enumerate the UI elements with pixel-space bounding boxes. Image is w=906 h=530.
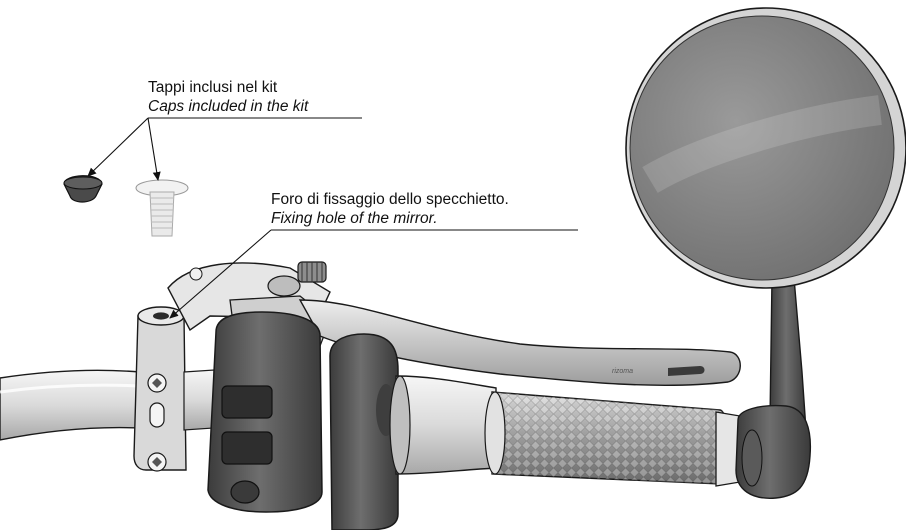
mirror-clamp — [133, 306, 187, 472]
throttle-sleeve-end — [389, 375, 411, 475]
callout-hole-label: Foro di fissaggio dello specchietto. Fix… — [271, 190, 509, 228]
callout-hole-text-english: Fixing hole of the mirror. — [271, 210, 438, 227]
callout-hole-leader — [169, 229, 578, 319]
cap-light-screw — [135, 179, 189, 237]
switch-housing — [207, 311, 323, 513]
callout-caps-text-italian: Tappi inclusi nel kit — [148, 79, 278, 96]
handlebar-tube — [0, 369, 141, 441]
clutch-lever: rizoma — [298, 299, 741, 387]
handlebar-tube-segment — [183, 369, 215, 431]
mirror-arm — [735, 277, 812, 499]
lever-brand-mark: rizoma — [612, 368, 633, 375]
callout-caps-label: Tappi inclusi nel kit Caps included in t… — [148, 78, 308, 116]
mirror-head — [625, 7, 906, 289]
switch-button-upper — [221, 385, 273, 419]
cap-dark — [63, 175, 103, 203]
switch-knob — [230, 480, 260, 504]
handlebar-grip — [484, 391, 741, 487]
throttle-sleeve — [395, 375, 497, 475]
lever-adjuster-screw — [267, 261, 327, 297]
callout-hole-text-italian: Foro di fissaggio dello specchietto. — [271, 191, 509, 208]
callout-caps-leader — [87, 117, 362, 181]
throttle-flange — [329, 333, 399, 530]
switch-button-lower — [221, 431, 273, 465]
callout-caps-text-english: Caps included in the kit — [148, 98, 309, 115]
